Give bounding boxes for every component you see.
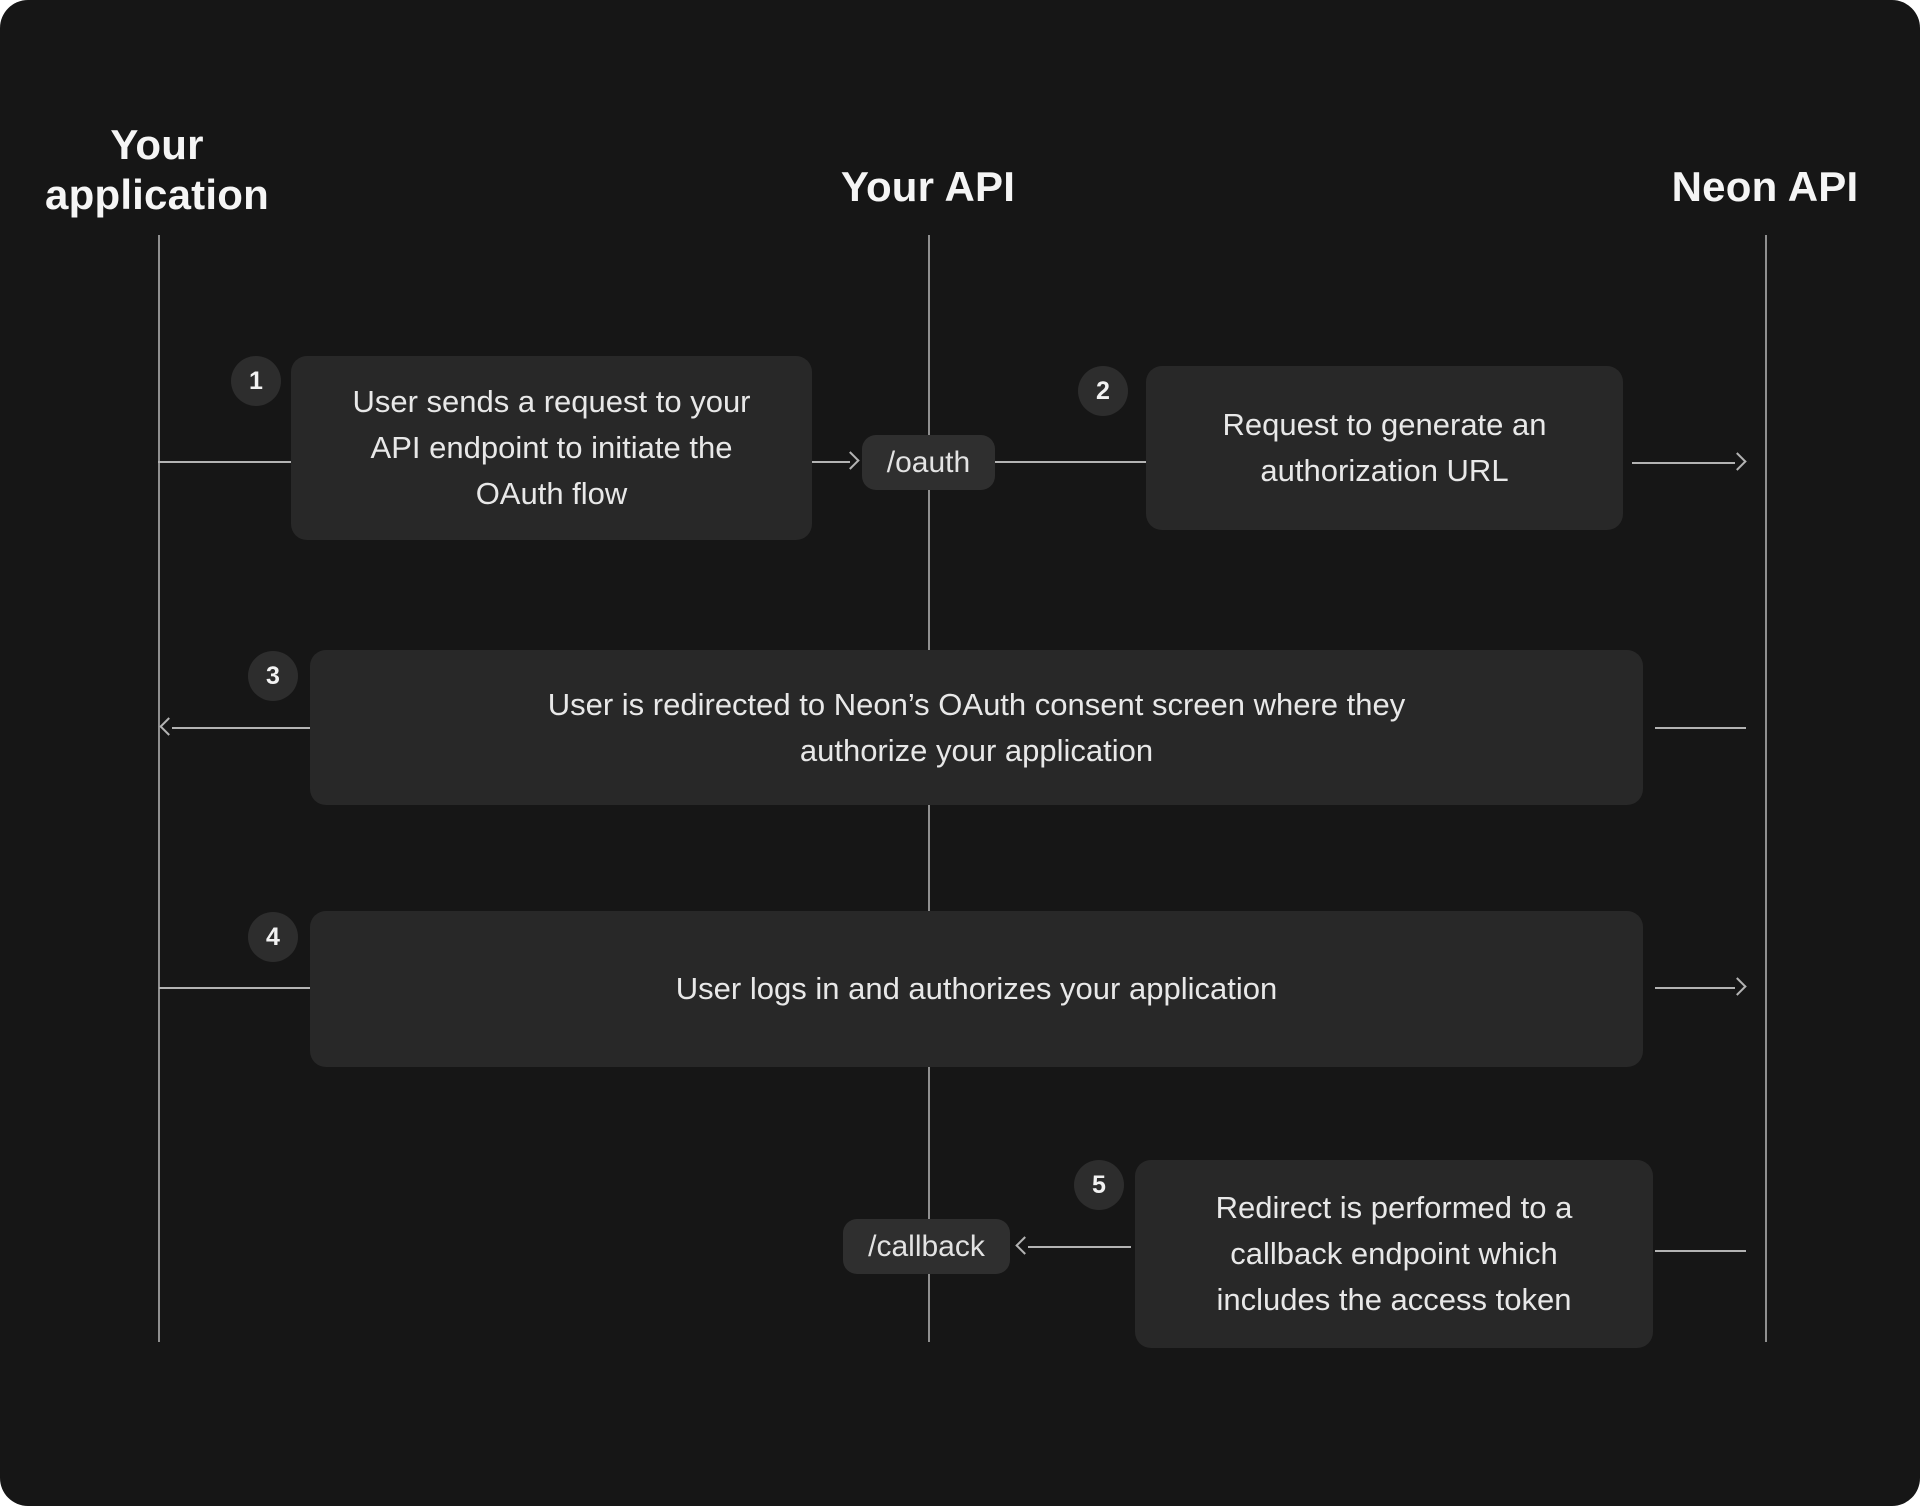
step-number-badge-5: 5 xyxy=(1074,1160,1124,1210)
arrow-line-step5-to-callback xyxy=(1028,1246,1131,1248)
step-number-badge-1: 1 xyxy=(231,356,281,406)
step-number-badge-3: 3 xyxy=(248,651,298,701)
message-box-step3: User is redirected to Neon’s OAuth conse… xyxy=(310,650,1643,805)
endpoint-badge-callback: /callback xyxy=(843,1219,1010,1274)
line-neon-to-step5 xyxy=(1655,1250,1746,1252)
arrow-line-step3-to-app xyxy=(172,727,310,729)
step-number-badge-2: 2 xyxy=(1078,366,1128,416)
message-box-step1: User sends a request to your API endpoin… xyxy=(291,356,812,540)
actor-label-your-api: Your API xyxy=(840,163,1016,210)
line-app-to-step4 xyxy=(159,987,310,989)
message-box-step5: Redirect is performed to a callback endp… xyxy=(1135,1160,1653,1348)
arrowhead-left-icon xyxy=(1015,1236,1034,1255)
lifeline-your-application xyxy=(158,235,160,1342)
message-box-step2: Request to generate an authorization URL xyxy=(1146,366,1623,530)
arrowhead-right-icon xyxy=(1728,452,1747,471)
actor-label-your-application: Your application xyxy=(45,121,269,218)
lifeline-neon-api xyxy=(1765,235,1767,1342)
line-oauth-to-step2 xyxy=(995,461,1146,463)
message-box-step4: User logs in and authorizes your applica… xyxy=(310,911,1643,1067)
arrowhead-right-icon xyxy=(1728,977,1747,996)
arrowhead-left-icon xyxy=(159,717,178,736)
endpoint-badge-oauth: /oauth xyxy=(862,435,995,490)
line-neon-to-step3 xyxy=(1655,727,1746,729)
arrow-line-step2-to-neon xyxy=(1632,462,1735,464)
actor-label-neon-api: Neon API xyxy=(1671,163,1859,210)
step-number-badge-4: 4 xyxy=(248,912,298,962)
arrow-line-step4-to-neon xyxy=(1655,987,1735,989)
arrowhead-right-icon xyxy=(841,451,860,470)
